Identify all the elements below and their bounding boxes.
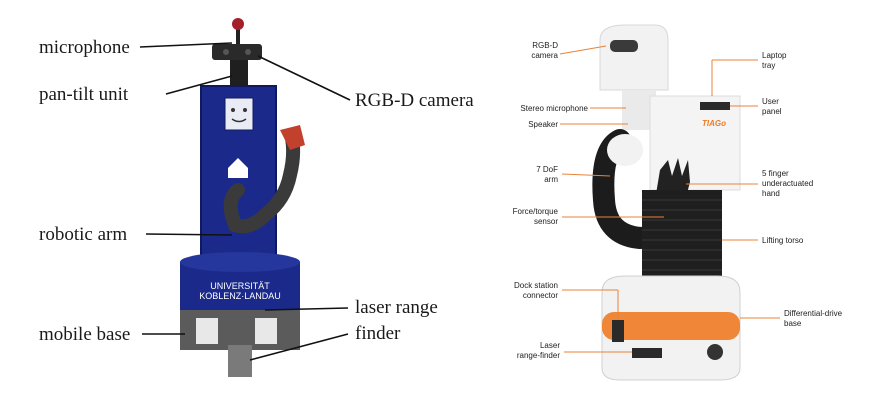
label-user-2: panel (762, 107, 782, 116)
label-rgbd-2: camera (531, 51, 558, 60)
left-face-eye (243, 108, 247, 112)
leader-rgbd-camera (257, 55, 351, 101)
right-leaders (559, 45, 780, 353)
left-pan-tilt-unit (230, 60, 248, 86)
left-robotic-arm (223, 131, 301, 234)
label-finder: finder (355, 323, 401, 344)
left-mic-stem (236, 24, 240, 44)
right-laser-finder (632, 348, 662, 358)
label-dock-2: connector (523, 291, 558, 300)
left-camera-lens (245, 49, 251, 55)
right-robot: TIAGo (592, 24, 741, 381)
label-arm-1: 7 DoF (536, 165, 558, 174)
label-stereo-mic: Stereo microphone (520, 104, 588, 113)
label-hand-1: 5 finger (762, 169, 789, 178)
label-rgbd-camera: RGB-D camera (355, 90, 474, 111)
label-laptop-1: Laptop (762, 51, 787, 60)
label-laser-range: laser range (355, 297, 438, 318)
label-drive-2: base (784, 319, 802, 328)
leader-microphone (139, 42, 233, 48)
left-face-eye (231, 108, 235, 112)
right-lifting-torso (642, 190, 722, 278)
label-hand-2: underactuated (762, 179, 813, 188)
tiago-brand: TIAGo (702, 119, 726, 128)
torso-bellows (642, 199, 722, 271)
label-drive-1: Differential-drive (784, 309, 843, 318)
right-dock-connector (612, 320, 624, 342)
left-base-panel (196, 318, 218, 344)
left-mic-head (232, 18, 244, 30)
uni-logo-line2: KOBLENZ·LANDAU (199, 291, 281, 301)
label-pan-tilt-unit: pan-tilt unit (39, 84, 129, 105)
right-user-panel (700, 102, 730, 110)
leader-robotic-arm (145, 233, 233, 236)
label-laptop-2: tray (762, 61, 775, 70)
leader-pan-tilt (165, 75, 233, 95)
label-microphone: microphone (39, 37, 130, 58)
label-hand-3: hand (762, 189, 780, 198)
leader-arm (561, 173, 611, 177)
right-labels-right: Laptop tray User panel 5 finger underact… (762, 51, 843, 328)
left-gripper (280, 125, 305, 150)
left-leaders (139, 42, 351, 361)
left-base-top (180, 252, 300, 272)
left-base-panel (255, 318, 277, 344)
left-rgbd-camera (212, 44, 262, 60)
leader-rgbd (559, 45, 607, 55)
label-ft-1: Force/torque (513, 207, 559, 216)
right-shoulder (607, 134, 643, 166)
label-torso: Lifting torso (762, 236, 804, 245)
label-laser-1: Laser (540, 341, 560, 350)
label-arm-2: arm (544, 175, 558, 184)
right-wheel (707, 344, 723, 360)
left-robot: UNIVERSITÄT KOBLENZ·LANDAU (180, 18, 305, 377)
leader-finder (249, 333, 349, 361)
label-speaker: Speaker (528, 120, 558, 129)
leader-laser-range (264, 307, 349, 311)
right-rgbd-camera (610, 40, 638, 52)
left-face-mouth (231, 118, 247, 123)
left-laser-finder (228, 345, 252, 377)
left-face-screen (224, 97, 254, 131)
right-labels-left: RGB-D camera Stereo microphone Speaker 7… (513, 41, 589, 360)
left-labels: microphone pan-tilt unit RGB-D camera ro… (39, 37, 474, 345)
label-laser-2: range-finder (517, 351, 560, 360)
label-dock-1: Dock station (514, 281, 558, 290)
house-logo (228, 158, 248, 178)
label-robotic-arm: robotic arm (39, 224, 127, 245)
label-ft-2: sensor (534, 217, 558, 226)
uni-logo-line1: UNIVERSITÄT (210, 281, 270, 291)
label-user-1: User (762, 97, 779, 106)
label-mobile-base: mobile base (39, 324, 130, 345)
right-head (599, 24, 669, 91)
label-rgbd-1: RGB-D (532, 41, 558, 50)
left-camera-lens (223, 49, 229, 55)
right-base-light-band (602, 312, 740, 340)
right-upper-torso (649, 95, 741, 191)
